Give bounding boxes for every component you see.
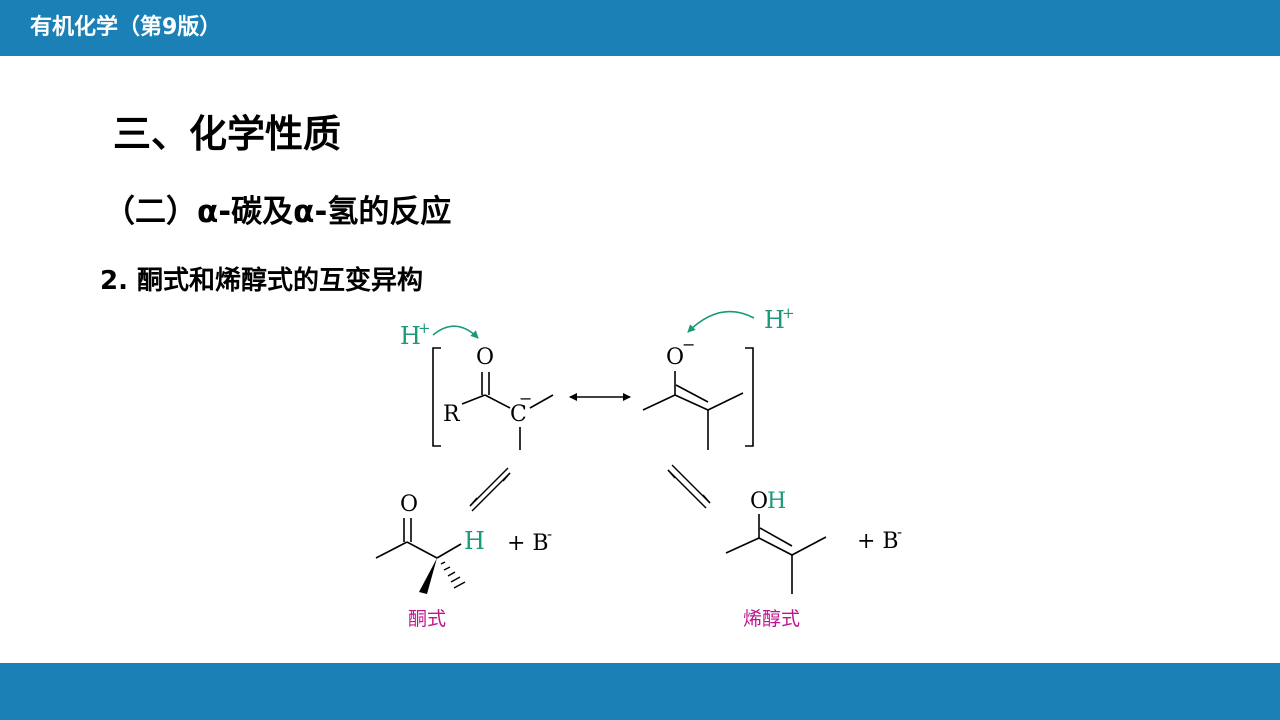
top-bar: 有机化学（第9版） [0, 0, 1280, 56]
equilibrium-arrow-left [469, 467, 511, 512]
base-left: + B - [507, 525, 552, 556]
svg-text:H: H [767, 489, 786, 514]
course-title: 有机化学（第9版） [30, 15, 222, 40]
svg-text:−: − [682, 335, 695, 354]
svg-text:H: H [400, 322, 421, 350]
subsection-heading: （二）α-碳及α-氢的反应 [104, 194, 452, 230]
enol-structure: O H [725, 489, 827, 594]
svg-text:C: C [510, 402, 527, 427]
base-right: + B - [857, 523, 902, 554]
svg-text:H: H [764, 306, 785, 334]
svg-text:+: + [782, 304, 795, 322]
svg-text:O: O [666, 345, 684, 370]
svg-text:O: O [400, 492, 418, 517]
svg-text:−: − [519, 389, 532, 408]
keto-label: 酮式 [408, 608, 446, 630]
enol-label: 烯醇式 [743, 608, 800, 630]
curved-arrow-right [687, 310, 755, 333]
proton-right: H + [764, 304, 795, 334]
svg-text:+ B: + B [507, 531, 549, 556]
bottom-bar [0, 663, 1280, 720]
svg-text:O: O [476, 345, 494, 370]
left-bracket [432, 347, 441, 447]
enolate-structure: O − [642, 335, 744, 450]
svg-text:+ B: + B [857, 529, 899, 554]
svg-text:+: + [418, 319, 431, 337]
equilibrium-arrow-right [667, 464, 711, 509]
topic-heading: 2. 酮式和烯醇式的互变异构 [100, 266, 424, 296]
right-bracket [745, 347, 754, 447]
svg-text:R: R [443, 402, 461, 427]
svg-text:O: O [750, 489, 768, 514]
proton-left: H + [400, 319, 431, 350]
svg-text:-: - [897, 523, 902, 541]
keto-structure: O H [375, 492, 485, 594]
carbanion-structure: O R C − [443, 345, 554, 450]
svg-text:-: - [547, 525, 552, 543]
curved-arrow-left [432, 325, 479, 339]
section-heading: 三、化学性质 [113, 112, 342, 156]
svg-text:H: H [464, 527, 485, 555]
